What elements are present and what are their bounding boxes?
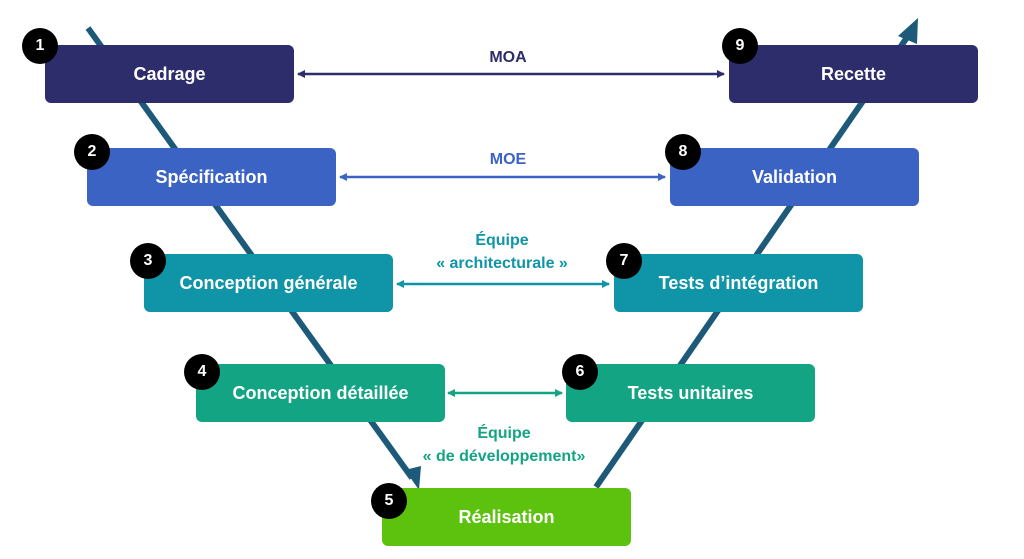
v-line-left-arrowhead xyxy=(405,466,421,490)
step-number-badge: 4 xyxy=(184,354,220,390)
step-cadrage-label: Cadrage xyxy=(133,63,206,84)
step-tests-unitaires-label: Tests unitaires xyxy=(627,382,754,403)
step-realisation-label: Réalisation xyxy=(458,506,555,527)
moa-label: MOA xyxy=(489,49,527,66)
step-realisation: Réalisation xyxy=(382,488,631,546)
step-number-badge: 5 xyxy=(371,483,407,519)
development-team-label: Équipe « de développement» xyxy=(400,422,608,468)
step-conception-generale: Conception générale xyxy=(144,254,393,312)
step-specification: Spécification xyxy=(87,148,336,206)
step-tests-integration: Tests d’intégration xyxy=(614,254,863,312)
architecture-team-label-line1: Équipe xyxy=(475,232,529,249)
step-conception-detaillee: Conception détaillée xyxy=(196,364,445,422)
step-validation-label: Validation xyxy=(751,166,838,187)
step-conception-generale-label: Conception générale xyxy=(179,272,358,293)
step-number-badge: 7 xyxy=(606,243,642,279)
step-tests-integration-label: Tests d’intégration xyxy=(658,272,819,293)
step-cadrage: Cadrage xyxy=(45,45,294,103)
moe-label: MOE xyxy=(489,151,527,168)
step-number-badge: 8 xyxy=(665,134,701,170)
development-team-label-line1: Équipe xyxy=(477,425,531,442)
step-number-badge: 2 xyxy=(74,134,110,170)
architecture-team-label-line2: « architecturale » xyxy=(436,255,568,272)
step-number-badge: 6 xyxy=(562,354,598,390)
step-recette: Recette xyxy=(729,45,978,103)
step-number-badge: 9 xyxy=(722,28,758,64)
v-line-right-arrowhead xyxy=(898,18,918,44)
step-tests-unitaires: Tests unitaires xyxy=(566,364,815,422)
step-number-badge: 3 xyxy=(130,243,166,279)
step-number-badge: 1 xyxy=(22,28,58,64)
step-validation: Validation xyxy=(670,148,919,206)
architecture-team-label: Équipe « architecturale » xyxy=(412,229,592,275)
step-conception-detaillee-label: Conception détaillée xyxy=(232,382,409,403)
step-specification-label: Spécification xyxy=(155,166,268,187)
step-recette-label: Recette xyxy=(820,63,887,84)
development-team-label-line2: « de développement» xyxy=(422,448,586,465)
